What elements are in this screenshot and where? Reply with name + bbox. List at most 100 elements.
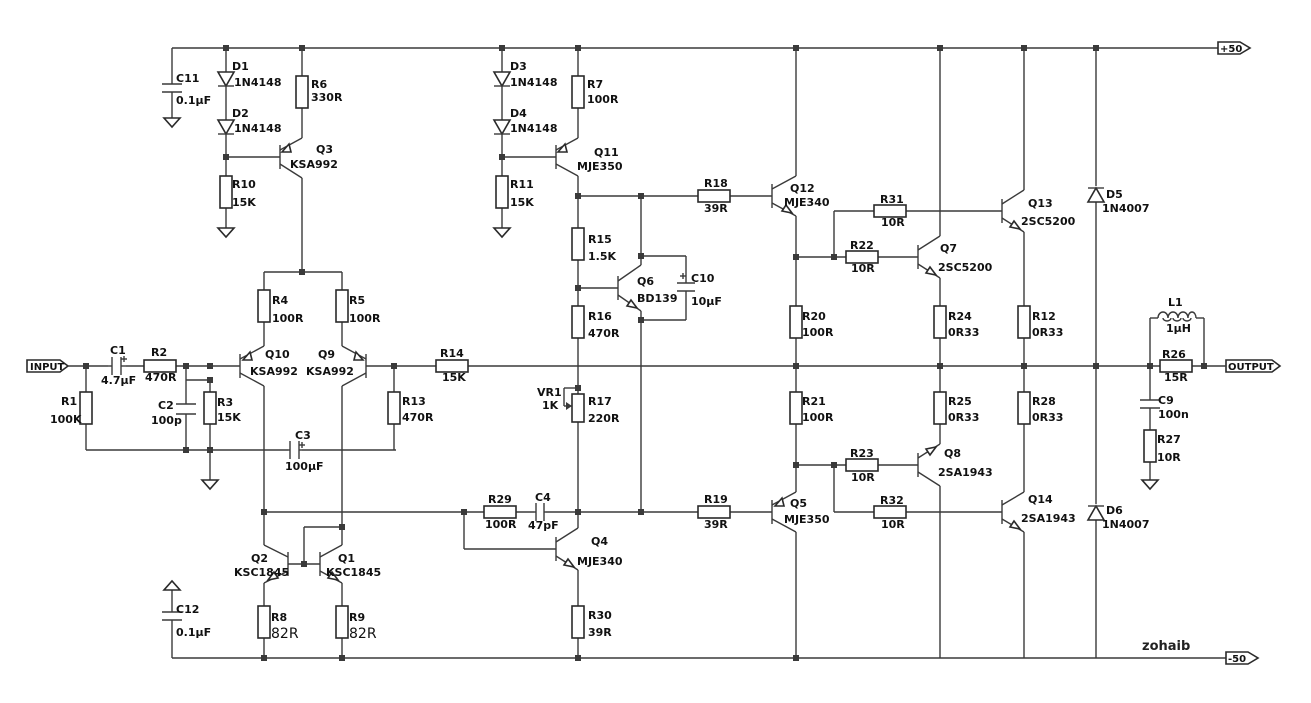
r20-ref: R20 xyxy=(802,310,826,323)
q14-value: 2SA1943 xyxy=(1021,512,1076,525)
r7-ref: R7 xyxy=(587,78,603,91)
r11-ref: R11 xyxy=(510,178,534,191)
r24-ref: R24 xyxy=(948,310,972,323)
r18-ref: R18 xyxy=(704,177,728,190)
d4-ref: D4 xyxy=(510,107,527,120)
c12-value: 0.1µF xyxy=(176,626,211,639)
r26-ref: R26 xyxy=(1162,348,1186,361)
c11-ref: C11 xyxy=(176,72,199,85)
junction-dot xyxy=(793,254,799,260)
c10-ref: C10 xyxy=(691,272,715,285)
q4-ref: Q4 xyxy=(591,535,608,548)
junction-dot xyxy=(261,509,267,515)
junction-dot xyxy=(793,462,799,468)
d1-value: 1N4148 xyxy=(234,76,281,89)
r13-ref: R13 xyxy=(402,395,426,408)
input-port-label: INPUT xyxy=(30,362,65,373)
junction-dot xyxy=(937,363,943,369)
resistors xyxy=(79,75,1193,639)
negative-rail-port: -50 xyxy=(1225,651,1260,665)
r15-ref: R15 xyxy=(588,233,612,246)
q11-value: MJE350 xyxy=(577,160,623,173)
r24-value: 0R33 xyxy=(948,326,979,339)
c11-value: 0.1µF xyxy=(176,94,211,107)
r31-value: 10R xyxy=(881,216,905,229)
q1-ref: Q1 xyxy=(338,552,355,565)
r9-ref: R9 xyxy=(349,611,365,624)
r12-value: 0R33 xyxy=(1032,326,1063,339)
q6-ref: Q6 xyxy=(637,275,654,288)
r10-value: 15K xyxy=(232,196,256,209)
r15-value: 1.5K xyxy=(588,250,616,263)
junction-dot xyxy=(1147,363,1153,369)
positive-rail-label: +50 xyxy=(1220,44,1242,55)
l1-value: 1µH xyxy=(1166,322,1191,335)
junction-dot xyxy=(831,462,837,468)
r6-value: 330R xyxy=(311,91,343,104)
junction-dot xyxy=(793,363,799,369)
junction-dot xyxy=(223,45,229,51)
q9-value: KSA992 xyxy=(306,365,354,378)
junction-dot xyxy=(183,363,189,369)
capacitors xyxy=(108,83,1160,621)
r6-ref: R6 xyxy=(311,78,327,91)
d2-ref: D2 xyxy=(232,107,249,120)
input-port: INPUT xyxy=(26,359,70,373)
c3-value: 100µF xyxy=(285,460,324,473)
component-labels: C11 0.1µF C12 0.1µF D1 1N4148 D2 1N4148 … xyxy=(50,60,1191,642)
q7-value: 2SC5200 xyxy=(938,261,993,274)
junction-dot xyxy=(793,655,799,661)
c3-ref: C3 xyxy=(295,429,311,442)
junction-dot xyxy=(575,385,581,391)
r9-value: 82R xyxy=(349,626,377,642)
q10-value: KSA992 xyxy=(250,365,298,378)
junction-dot xyxy=(207,377,213,383)
c2-ref: C2 xyxy=(158,399,174,412)
r11-value: 15K xyxy=(510,196,534,209)
q7-ref: Q7 xyxy=(940,242,957,255)
c1-value: 4.7µF xyxy=(101,374,136,387)
q5-ref: Q5 xyxy=(790,497,807,510)
junction-dot xyxy=(1021,45,1027,51)
q3-value: KSA992 xyxy=(290,158,338,171)
r32-ref: R32 xyxy=(880,494,904,507)
r17-value: 220R xyxy=(588,412,620,425)
d6-value: 1N4007 xyxy=(1102,518,1149,531)
c2-value: 100p xyxy=(151,414,182,427)
r14-value: 15K xyxy=(442,371,466,384)
q13-value: 2SC5200 xyxy=(1021,215,1076,228)
r29-value: 100R xyxy=(485,518,517,531)
r22-value: 10R xyxy=(851,262,875,275)
diodes xyxy=(216,71,1106,521)
q8-ref: Q8 xyxy=(944,447,961,460)
junction-dot xyxy=(575,193,581,199)
rails xyxy=(172,47,1228,659)
r20-value: 100R xyxy=(802,326,834,339)
junction-dot xyxy=(391,363,397,369)
d6-ref: D6 xyxy=(1106,504,1123,517)
q3-ref: Q3 xyxy=(316,143,333,156)
r29-ref: R29 xyxy=(488,493,512,506)
r5-ref: R5 xyxy=(349,294,365,307)
junction-dot xyxy=(461,509,467,515)
r22-ref: R22 xyxy=(850,239,874,252)
r13-value: 470R xyxy=(402,411,434,424)
r27-value: 10R xyxy=(1157,451,1181,464)
q12-ref: Q12 xyxy=(790,182,815,195)
junction-dot xyxy=(1021,363,1027,369)
r4-ref: R4 xyxy=(272,294,288,307)
r3-ref: R3 xyxy=(217,396,233,409)
junction-dot xyxy=(339,655,345,661)
output-port: OUTPUT xyxy=(1225,359,1282,373)
r28-value: 0R33 xyxy=(1032,411,1063,424)
r14-ref: R14 xyxy=(440,347,464,360)
junction-dot xyxy=(301,561,307,567)
r16-ref: R16 xyxy=(588,310,612,323)
q5-value: MJE350 xyxy=(784,513,830,526)
junction-dot xyxy=(83,363,89,369)
d3-value: 1N4148 xyxy=(510,76,557,89)
junction-dot xyxy=(183,447,189,453)
inductor-l1 xyxy=(1157,311,1197,322)
